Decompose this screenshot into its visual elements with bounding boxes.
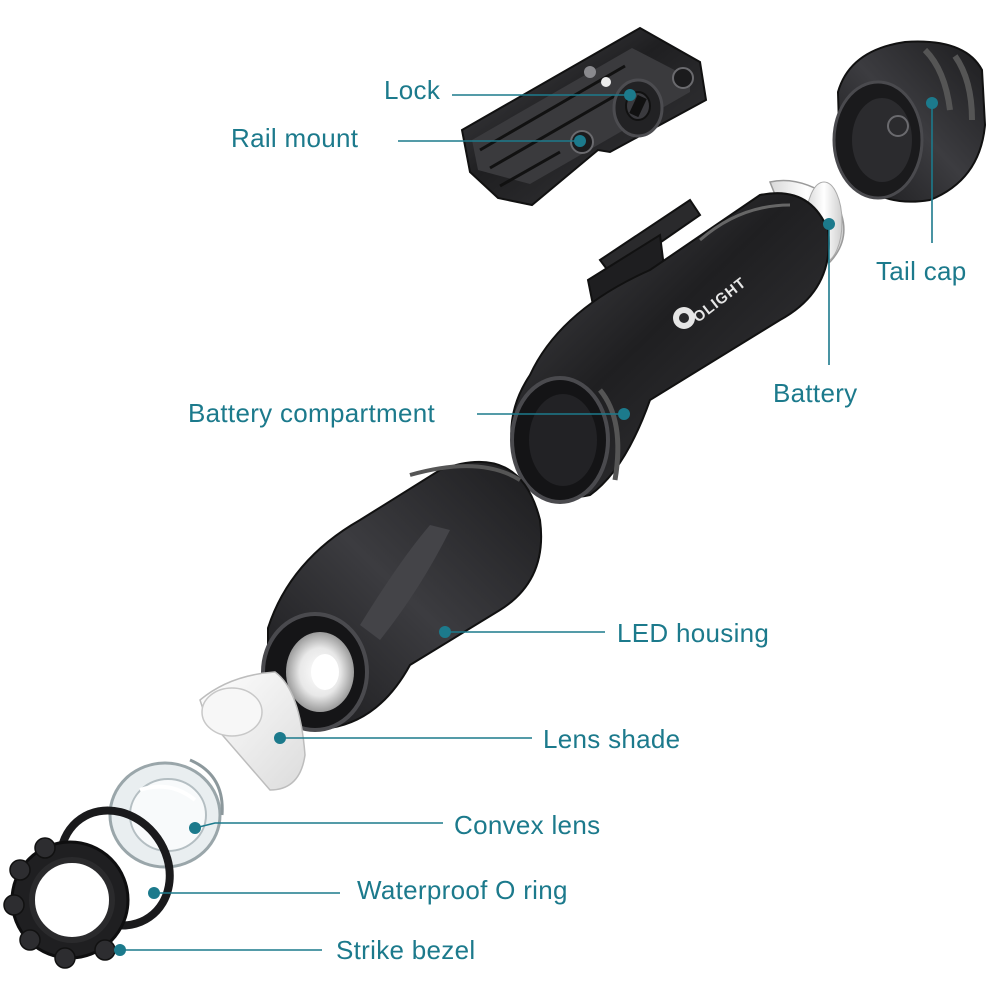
convex-lens-part: [108, 758, 224, 869]
tail-cap-part: [832, 40, 987, 203]
label-tail-cap: Tail cap: [876, 256, 967, 286]
label-convex-lens: Convex lens: [454, 810, 601, 840]
label-waterproof-o-ring: Waterproof O ring: [357, 875, 568, 905]
label-battery: Battery: [773, 378, 858, 408]
leader-dot-battery: [823, 218, 835, 230]
led-housing-part: [261, 460, 543, 732]
lens-shade-part: [199, 671, 306, 791]
leader-dot-led-housing: [439, 626, 451, 638]
leader-dot-rail-mount: [574, 135, 586, 147]
leader-dot-strike-bezel: [114, 944, 126, 956]
label-strike-bezel: Strike bezel: [336, 935, 476, 965]
leader-dot-lens-shade: [274, 732, 286, 744]
strike-bezel-part: [3, 837, 130, 969]
label-rail-mount: Rail mount: [231, 123, 359, 153]
battery-compartment-part: OLIGHT: [510, 192, 830, 504]
leader-lines: [114, 89, 938, 956]
label-lens-shade: Lens shade: [543, 724, 681, 754]
leader-convex-lens: [194, 822, 443, 829]
label-led-housing: LED housing: [617, 618, 770, 648]
leader-dot-tail-cap: [926, 97, 938, 109]
label-battery-compartment: Battery compartment: [188, 398, 436, 428]
leader-dot-o-ring: [148, 887, 160, 899]
leader-dot-battery-compartment: [618, 408, 630, 420]
leader-dot-convex-lens: [189, 822, 201, 834]
label-lock: Lock: [384, 75, 441, 105]
leader-dot-lock: [624, 89, 636, 101]
rail-mount-part: [460, 26, 708, 207]
